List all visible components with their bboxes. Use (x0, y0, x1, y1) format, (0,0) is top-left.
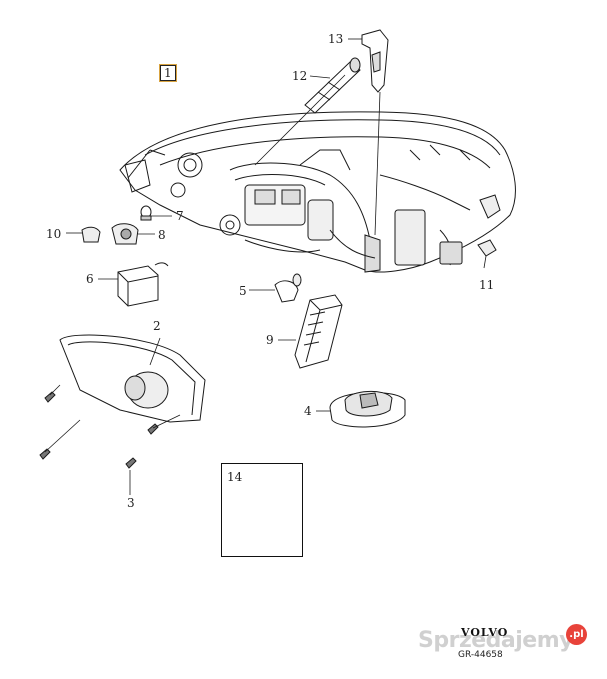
bulb-socket-part (81, 226, 101, 243)
callout-5: 5 (239, 284, 247, 298)
callout-4: 4 (304, 404, 312, 418)
watermark-badge: .pl (566, 624, 587, 645)
callout-13: 13 (328, 32, 344, 46)
cylinder-module-part (304, 57, 361, 114)
small-bulb-part (140, 205, 152, 221)
socket-part (111, 223, 139, 245)
inset-frame (221, 463, 303, 557)
callout-11: 11 (479, 278, 495, 292)
bulb-part (274, 273, 302, 303)
ignitor-base-part (329, 391, 406, 428)
reference-code: GR-44658 (458, 650, 503, 660)
callout-8: 8 (158, 228, 166, 242)
callout-2: 2 (153, 319, 161, 333)
leader-lines (44, 38, 487, 495)
callout-10: 10 (46, 227, 62, 241)
callout-12: 12 (292, 69, 308, 83)
connector-block-part (117, 262, 169, 307)
callout-9: 9 (266, 333, 274, 347)
rear-cover-part (59, 334, 206, 423)
callout-1: 1 (160, 65, 176, 81)
watermark-text: Sprzedajemy (418, 628, 574, 653)
callout-7: 7 (176, 209, 184, 223)
small-cap-part (477, 239, 497, 257)
brand-label: VOLVO (461, 626, 509, 639)
headlamp-housing (119, 111, 516, 273)
control-module-part (294, 294, 343, 369)
bracket-part (361, 29, 389, 93)
callout-14: 14 (227, 470, 243, 484)
callout-6: 6 (86, 272, 94, 286)
callout-3: 3 (127, 496, 135, 510)
